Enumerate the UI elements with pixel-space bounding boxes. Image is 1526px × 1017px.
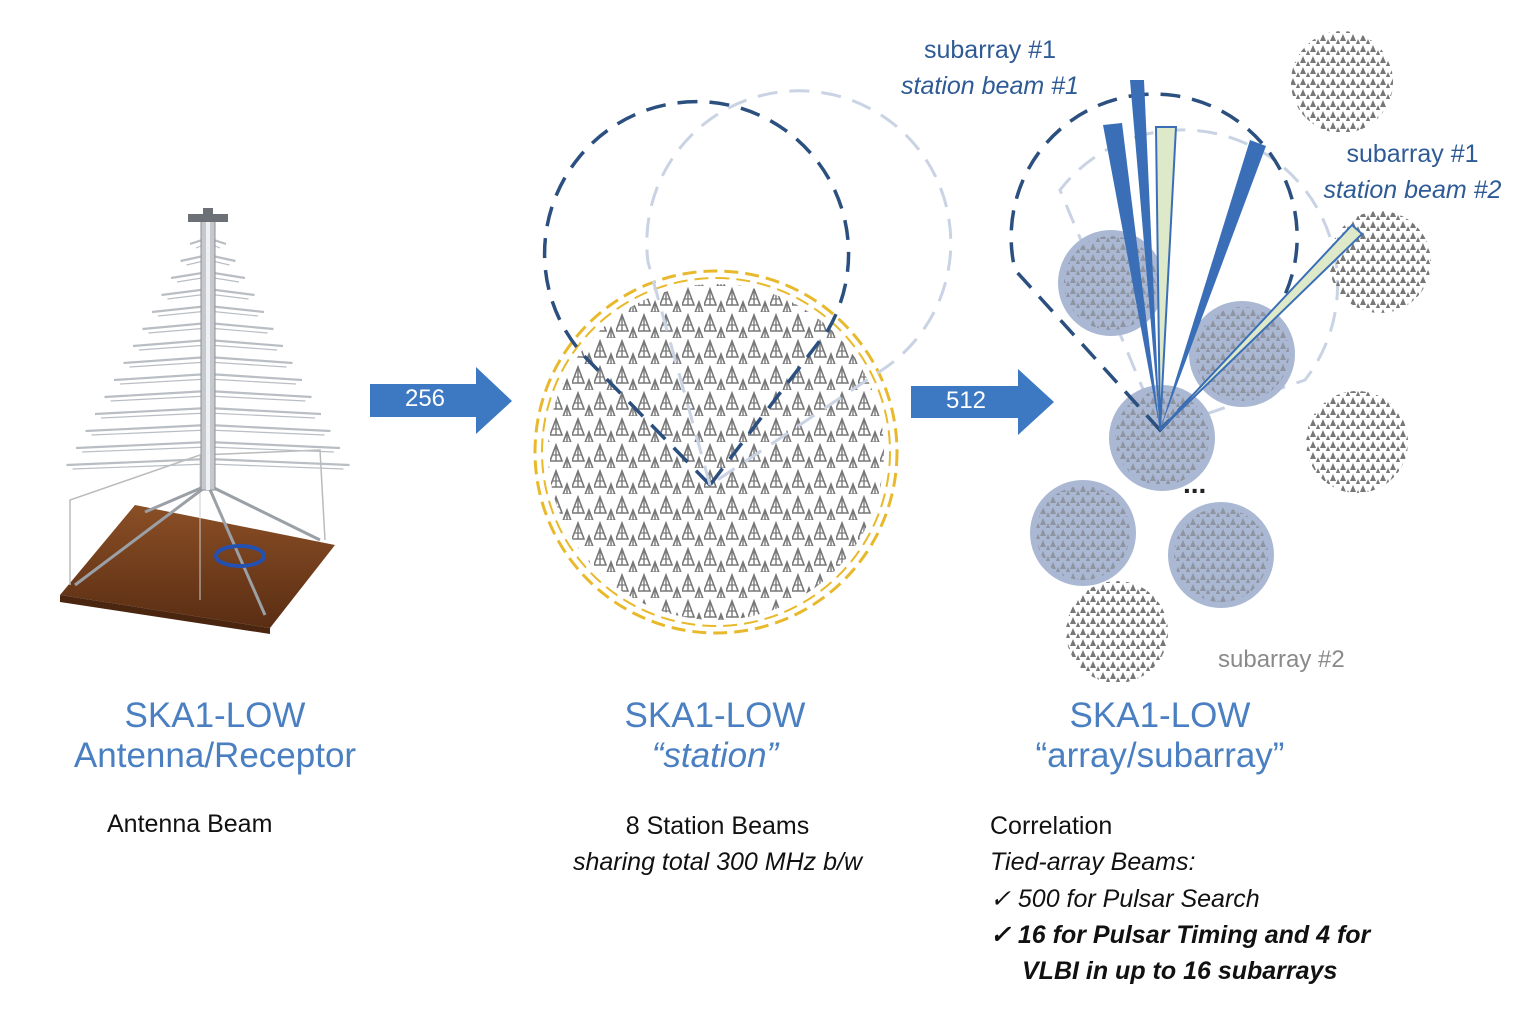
station-title: SKA1-LOW “station” bbox=[560, 696, 870, 777]
station-cluster-icon bbox=[1009, 31, 1431, 683]
tied-array-beams bbox=[1103, 80, 1364, 431]
array-caption-correlation: Correlation bbox=[990, 812, 1113, 840]
station-caption-line1: 8 Station Beams bbox=[625, 812, 810, 840]
arrow-label-256: 256 bbox=[404, 385, 446, 412]
array-title-line2: “array/subarray” bbox=[1035, 736, 1285, 776]
station-beam-1-label: subarray #1 station beam #1 bbox=[880, 32, 1100, 105]
subarray-2-label: subarray #2 bbox=[1218, 646, 1345, 673]
station-caption-line2: sharing total 300 MHz b/w bbox=[572, 848, 863, 877]
ellipsis: ... bbox=[1183, 468, 1207, 499]
beam1-beam-text: station beam #1 bbox=[901, 72, 1079, 101]
array-caption-check2b: VLBI in up to 16 subarrays bbox=[1022, 957, 1338, 985]
antenna-title-line2: Antenna/Receptor bbox=[73, 736, 357, 776]
arrow-right-icon bbox=[370, 367, 512, 434]
station-title-line1: SKA1-LOW bbox=[624, 696, 806, 735]
array-title: SKA1-LOW “array/subarray” bbox=[1000, 696, 1320, 777]
station-array-icon bbox=[533, 89, 953, 635]
beam2-subarray-text: subarray #1 bbox=[1346, 140, 1479, 168]
array-caption-tied: Tied-array Beams: bbox=[990, 848, 1196, 877]
station-antenna-field bbox=[548, 284, 884, 620]
arrow-label-512: 512 bbox=[945, 387, 987, 414]
antenna-title-line1: SKA1-LOW bbox=[124, 696, 306, 735]
array-title-line1: SKA1-LOW bbox=[1069, 696, 1251, 735]
station-beam-2 bbox=[645, 89, 953, 488]
array-caption-check2a: ✓ 16 for Pulsar Timing and 4 for bbox=[990, 920, 1371, 949]
antenna-ground-plane bbox=[60, 505, 335, 628]
arrow-right-icon bbox=[911, 369, 1054, 435]
station-beam-2-label: subarray #1 station beam #2 bbox=[1300, 136, 1525, 209]
log-periodic-antenna-icon bbox=[60, 208, 350, 634]
array-caption: Correlation Tied-array Beams: ✓ 500 for … bbox=[990, 808, 1370, 989]
subarray-2-stations bbox=[1066, 31, 1431, 683]
antenna-title: SKA1-LOW Antenna/Receptor bbox=[40, 696, 390, 777]
array-station-beam-1 bbox=[1009, 92, 1299, 433]
station-title-line2: “station” bbox=[651, 736, 779, 776]
beam2-beam-text: station beam #2 bbox=[1323, 176, 1502, 205]
array-caption-check1: ✓ 500 for Pulsar Search bbox=[990, 884, 1260, 913]
beam1-subarray-text: subarray #1 bbox=[923, 36, 1057, 64]
station-caption: 8 Station Beams sharing total 300 MHz b/… bbox=[545, 808, 890, 881]
station-beam-1 bbox=[542, 99, 851, 488]
antenna-caption: Antenna Beam bbox=[107, 810, 273, 838]
